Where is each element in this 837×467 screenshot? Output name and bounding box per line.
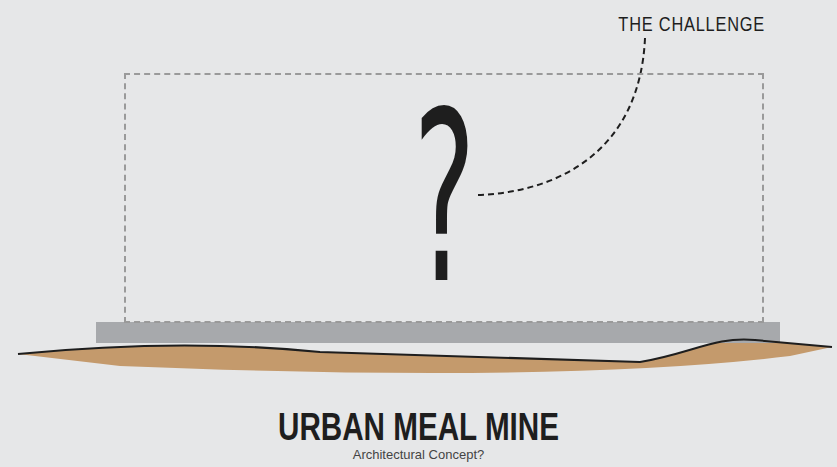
callout-label: THE CHALLENGE xyxy=(618,12,765,36)
leader-line xyxy=(478,38,645,195)
ground-fill xyxy=(18,339,832,373)
diagram-title: URBAN MEAL MINE xyxy=(92,408,745,446)
ground-line xyxy=(18,339,832,362)
diagram-caption: Architectural Concept? xyxy=(0,447,837,462)
question-mark: ? xyxy=(413,81,475,316)
dashed-frame: ? xyxy=(124,73,764,323)
site-slab xyxy=(96,322,780,343)
